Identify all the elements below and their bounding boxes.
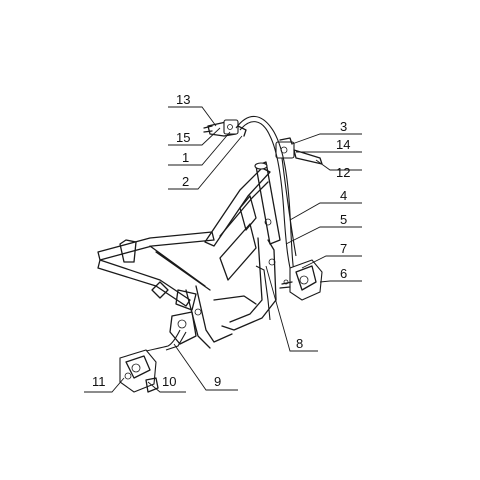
callout-8: 8: [296, 336, 303, 351]
callout-2: 2: [182, 174, 189, 189]
callout-15: 15: [176, 130, 190, 145]
callout-12: 12: [336, 165, 350, 180]
callouts: 13 15 1 2 3 14 12 4 5 7 6 8 9 10 11: [92, 92, 350, 389]
callout-11: 11: [92, 374, 106, 389]
callout-6: 6: [340, 266, 347, 281]
callout-3: 3: [340, 119, 347, 134]
front-brake-lever-assembly: [203, 119, 247, 137]
callout-10: 10: [162, 374, 176, 389]
callout-7: 7: [340, 241, 347, 256]
rear-brake-caliper: [119, 349, 159, 393]
brake-hoses: [141, 115, 297, 353]
right-lever-assembly: [275, 137, 323, 165]
callout-1: 1: [182, 150, 189, 165]
callout-9: 9: [214, 374, 221, 389]
callout-5: 5: [340, 212, 347, 227]
callout-4: 4: [340, 188, 347, 203]
frame: [97, 161, 281, 349]
callout-13: 13: [176, 92, 190, 107]
front-brake-caliper: [279, 259, 323, 301]
leader-lines: [84, 106, 362, 393]
callout-14: 14: [336, 137, 350, 152]
